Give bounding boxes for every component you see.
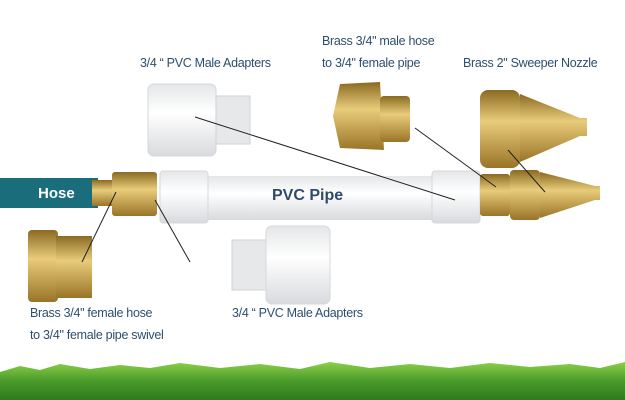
nozzle-collar <box>510 170 540 220</box>
swivel-fitting <box>112 172 157 216</box>
label-nozzle: Brass 2" Sweeper Nozzle <box>463 56 598 70</box>
label-bottom-brass-line2: to 3/4" female pipe swivel <box>30 328 164 342</box>
hose <box>0 178 98 208</box>
bottom-brass-swivel <box>28 230 58 302</box>
top-brass-adapter <box>333 82 384 150</box>
leader-lines <box>81 116 546 263</box>
pvc-collar-right <box>431 170 481 224</box>
label-top-brass-line2: to 3/4" female pipe <box>322 56 421 70</box>
pvc-pipe <box>160 176 480 220</box>
top-nozzle-collar <box>480 90 520 168</box>
label-top-brass-line1: Brass 3/4" male hose <box>322 34 435 48</box>
label-pvc-pipe: PVC Pipe <box>272 187 344 204</box>
top-pvc-thread <box>215 95 251 145</box>
adapter-fitting <box>480 174 510 216</box>
hose-thread <box>92 180 114 206</box>
pvc-collar-left <box>159 170 209 224</box>
bottom-brass-hex <box>56 236 92 298</box>
grass <box>0 362 625 400</box>
label-bottom-pvc-adapter: 3/4 “ PVC Male Adapters <box>232 306 363 320</box>
label-top-pvc-adapter: 3/4 “ PVC Male Adapters <box>140 56 271 70</box>
bottom-pvc-thread <box>231 239 269 291</box>
label-bottom-brass-line1: Brass 3/4" female hose <box>30 306 153 320</box>
top-brass-thread <box>380 96 410 142</box>
top-nozzle-cone <box>520 94 587 162</box>
label-hose: Hose <box>38 185 75 202</box>
nozzle-cone <box>540 172 600 218</box>
bottom-pvc-adapter <box>265 225 331 305</box>
